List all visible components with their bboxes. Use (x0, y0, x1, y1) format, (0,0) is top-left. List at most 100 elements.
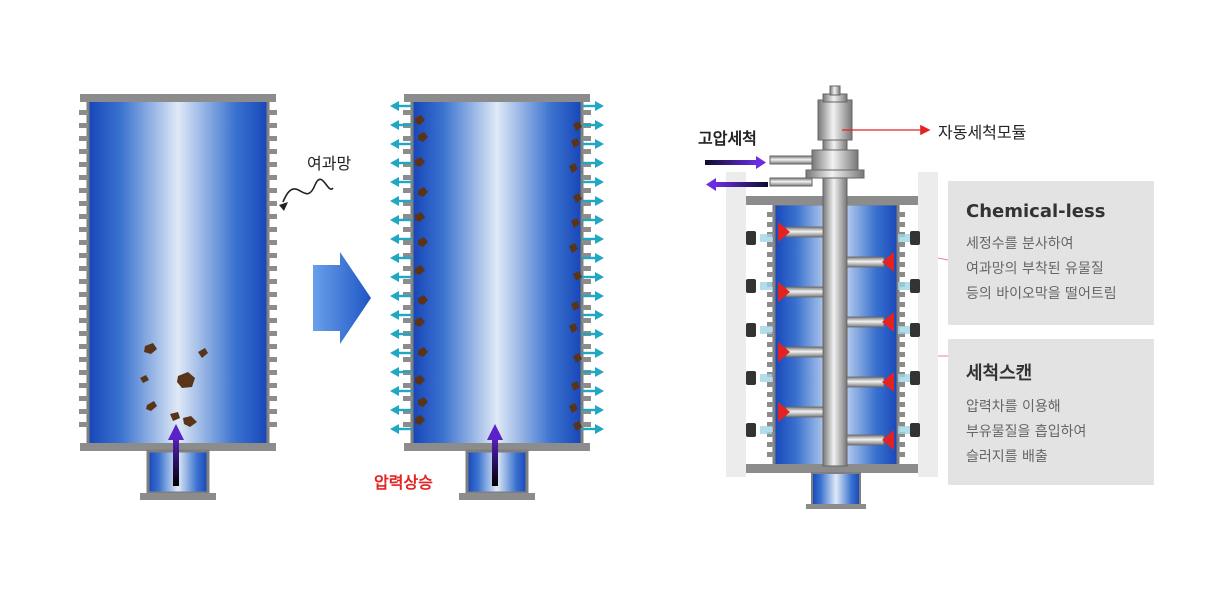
backwash-arrow (390, 196, 399, 206)
mesh-fin (767, 392, 774, 397)
debris-particle (573, 271, 582, 281)
mesh-fin (79, 188, 88, 193)
joint-collar (805, 169, 865, 179)
mesh-fin (268, 305, 277, 310)
side-port-glow (760, 374, 772, 382)
mesh-fin (582, 357, 591, 362)
mesh-fin (898, 312, 905, 317)
mesh-fin (898, 352, 905, 357)
mesh-fin (582, 266, 591, 271)
pressure-rise-label: 압력상승 (374, 473, 433, 492)
spray-nozzle (882, 312, 894, 332)
mesh-fin (898, 222, 905, 227)
mesh-fin (403, 409, 412, 414)
debris-particle (418, 295, 428, 305)
mesh-fin (582, 149, 591, 154)
mesh-fin (767, 442, 774, 447)
mesh-fin (268, 266, 277, 271)
card-line: 압력차를 이용해 (966, 399, 1061, 415)
backwash-arrow (390, 291, 399, 301)
housing-right (918, 172, 938, 477)
tank-body (86, 98, 270, 447)
mesh-fin (582, 344, 591, 349)
card-line: 여과망의 부착된 유물질 (966, 261, 1104, 277)
spray-nozzle (778, 342, 790, 362)
side-port-glow (898, 326, 910, 334)
tank-top-plate (404, 94, 590, 102)
nozzle-arm (785, 406, 824, 418)
mesh-fin (403, 266, 412, 271)
wash-inlet-arrows (705, 156, 768, 191)
nozzle-arm (846, 376, 885, 388)
mesh-fin (403, 175, 412, 180)
mesh-fin (268, 331, 277, 336)
mesh-fin (767, 242, 774, 247)
side-port-glow (760, 426, 772, 434)
backwash-arrow (390, 424, 399, 434)
card1-connector (937, 257, 949, 261)
mesh-fin (898, 302, 905, 307)
mesh-fin (268, 292, 277, 297)
mesh-fin (767, 212, 774, 217)
backwash-arrow (595, 196, 604, 206)
debris-particle (415, 265, 425, 275)
mesh-fin (79, 344, 88, 349)
side-port (910, 423, 920, 437)
mesh-fin (767, 452, 774, 457)
mesh-fin (582, 162, 591, 167)
mesh-fin (582, 396, 591, 401)
mesh-fin (767, 222, 774, 227)
backwash-arrow (390, 386, 399, 396)
mesh-fin (898, 382, 905, 387)
debris-particle (415, 157, 425, 167)
mesh-fin (79, 175, 88, 180)
flow-up-arrow (168, 424, 184, 486)
side-port (746, 423, 756, 437)
inlet-pipe-lower (769, 177, 813, 187)
mesh-fin (898, 402, 905, 407)
mesh-fin (79, 409, 88, 414)
mesh-fin (582, 279, 591, 284)
debris-particle (415, 317, 425, 327)
mesh-fin (767, 402, 774, 407)
housing-left (726, 172, 746, 477)
mesh-fin (268, 240, 277, 245)
mesh-fin (403, 279, 412, 284)
tank-body (410, 98, 584, 447)
mesh-fin (898, 292, 905, 297)
debris-particle (569, 163, 578, 173)
mesh-fin (898, 262, 905, 267)
filter-mesh-fins (79, 110, 277, 427)
backwash-arrows (390, 101, 604, 434)
mesh-fin (898, 252, 905, 257)
backwash-arrow (595, 158, 604, 168)
spray-nozzle (882, 372, 894, 392)
mesh-fin (268, 136, 277, 141)
mesh-fin (403, 188, 412, 193)
mesh-fin (79, 136, 88, 141)
backwash-arrow (390, 215, 399, 225)
mesh-fin (403, 136, 412, 141)
mesh-fin (268, 253, 277, 258)
mesh-fin (767, 262, 774, 267)
nozzle-arm (846, 316, 885, 328)
side-port-glow (898, 234, 910, 242)
mesh-fin (268, 370, 277, 375)
nozzle-arms (778, 222, 894, 450)
mesh-fin (582, 318, 591, 323)
mesh-fin (767, 252, 774, 257)
side-port (746, 279, 756, 293)
mesh-fin (767, 272, 774, 277)
mesh-fin (79, 279, 88, 284)
mesh-fin (582, 188, 591, 193)
backwash-arrow (595, 253, 604, 263)
backwash-arrow (390, 310, 399, 320)
debris-particle (573, 121, 582, 131)
side-port-glow (760, 282, 772, 290)
side-port-glow (898, 282, 910, 290)
mesh-fin (79, 201, 88, 206)
debris-particle (571, 138, 580, 148)
backwash-arrow (390, 367, 399, 377)
mesh-fin (898, 342, 905, 347)
backwash-arrow (595, 272, 604, 282)
